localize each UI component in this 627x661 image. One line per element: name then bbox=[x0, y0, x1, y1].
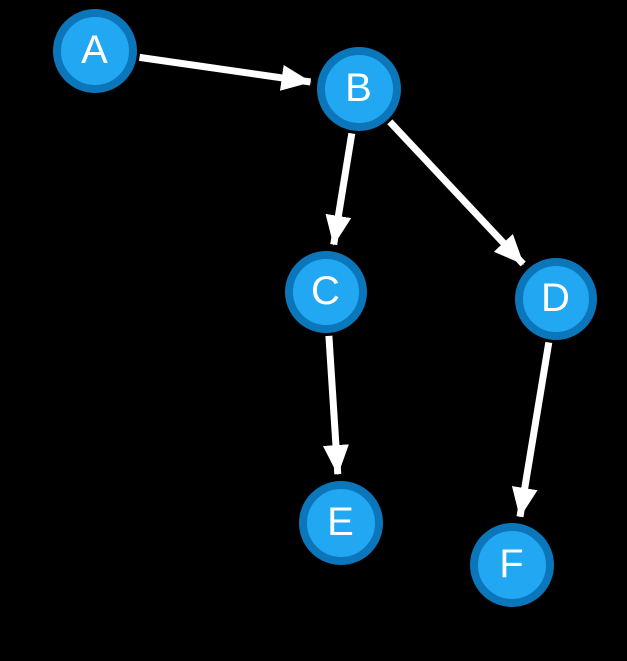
node-label: D bbox=[541, 276, 571, 320]
graph-node-c[interactable]: C bbox=[285, 251, 367, 333]
graph-node-f[interactable]: F bbox=[470, 523, 554, 607]
edge-b-d bbox=[387, 119, 526, 267]
node-label: B bbox=[345, 66, 373, 110]
node-label: F bbox=[499, 542, 525, 586]
node-label: A bbox=[81, 28, 109, 72]
edge-b-c bbox=[325, 132, 356, 246]
graph-node-e[interactable]: E bbox=[299, 481, 383, 565]
node-label: C bbox=[311, 269, 341, 313]
edge-d-f bbox=[511, 341, 553, 518]
graph-node-a[interactable]: A bbox=[53, 9, 137, 93]
graph-node-d[interactable]: D bbox=[515, 258, 597, 340]
edge-c-e bbox=[322, 335, 349, 476]
edge-a-b bbox=[139, 53, 312, 91]
graph-node-b[interactable]: B bbox=[317, 47, 401, 131]
node-label: E bbox=[327, 500, 355, 544]
